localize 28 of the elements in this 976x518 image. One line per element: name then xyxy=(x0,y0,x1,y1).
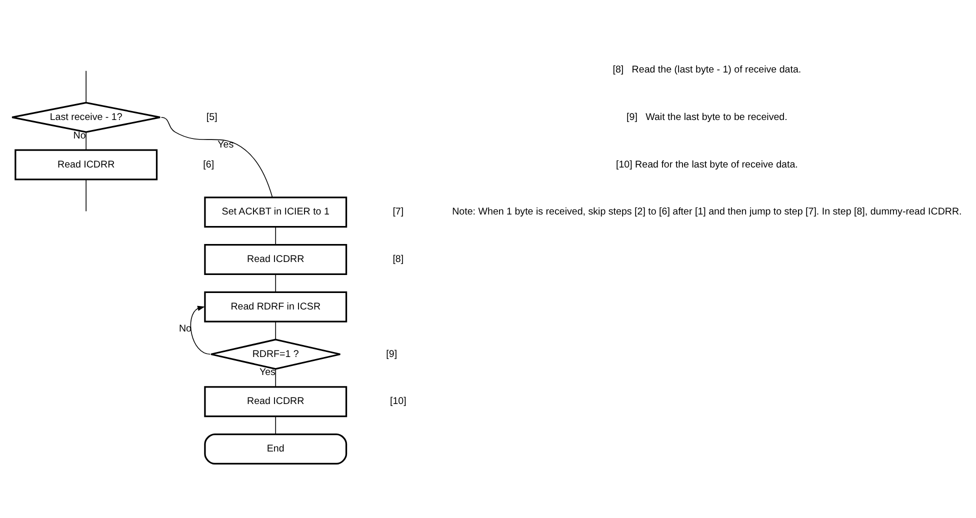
label: [9] xyxy=(386,348,398,360)
arrow xyxy=(190,305,211,354)
label: Note: When 1 byte is received, skip steps [2] to [6] after [1] and then jump to step [7]. In step [8], dummy-read ICDRR. xyxy=(452,206,962,218)
label: [6] xyxy=(203,158,214,170)
label: [5] xyxy=(206,111,218,122)
label: [8] Read the (last byte - 1) of receive data. xyxy=(612,64,802,76)
connector xyxy=(275,273,276,292)
node-box: Read ICDRR xyxy=(204,243,348,275)
node-box: Set ACKBT in ICIER to 1 xyxy=(204,196,348,228)
node-box: Read RDRF in ICSR xyxy=(204,290,348,322)
label: [7] xyxy=(392,206,404,218)
edge-label: No xyxy=(73,130,86,141)
connector xyxy=(275,320,276,340)
label: [10] xyxy=(390,396,406,407)
connector xyxy=(160,116,273,198)
node-box: End xyxy=(204,433,348,464)
connector xyxy=(275,368,276,387)
edge-label: Yes xyxy=(218,138,234,150)
label: [8] xyxy=(392,254,404,265)
node-diamond: RDRF=1 ? xyxy=(210,338,341,370)
node-box: Read ICDRR xyxy=(14,148,158,180)
label: [9] Wait the last byte to be received. xyxy=(626,111,788,122)
node-diamond: Last receive - 1? xyxy=(11,101,161,132)
connector xyxy=(275,226,276,245)
connector xyxy=(275,416,276,434)
node-box: Read ICDRR xyxy=(204,386,348,417)
label: [10] Read for the last byte of receive data. xyxy=(616,158,798,170)
edge-label: Yes xyxy=(259,366,276,378)
